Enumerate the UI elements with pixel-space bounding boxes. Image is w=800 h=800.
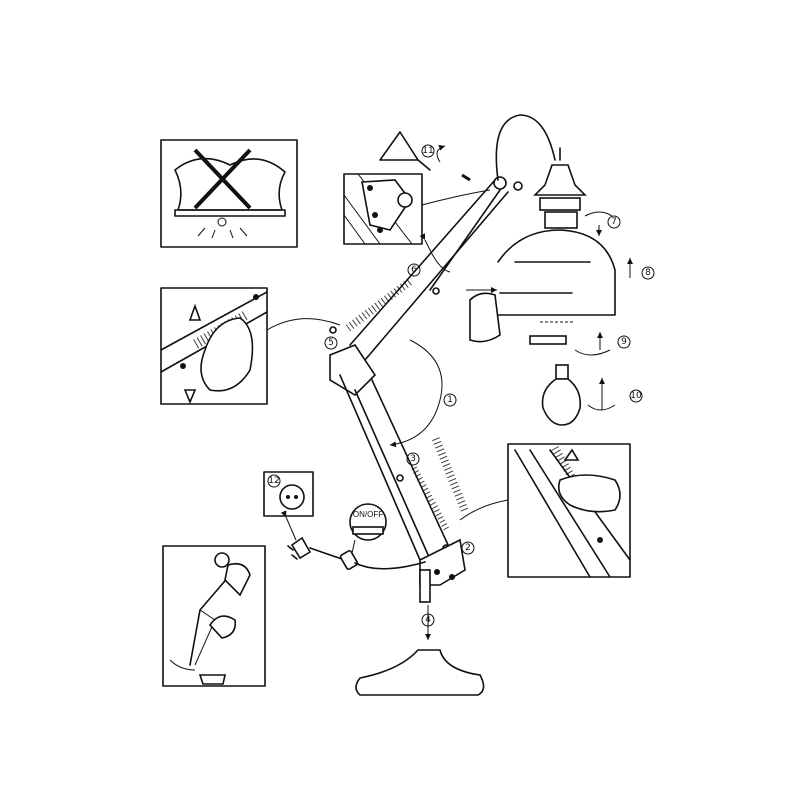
step-labels: 1 2 3 4 5 6 7 8 9 10 11 12 <box>267 144 655 627</box>
svg-text:4: 4 <box>425 615 431 625</box>
light-bulb-icon <box>541 364 616 426</box>
step-label-4: 4 <box>421 613 435 627</box>
svg-text:11: 11 <box>422 146 433 156</box>
rotate-arrow <box>389 339 443 448</box>
svg-text:5: 5 <box>328 338 334 348</box>
svg-text:12: 12 <box>268 476 279 486</box>
detached-shade <box>355 605 485 696</box>
step-label-6: 6 <box>407 263 421 277</box>
step-label-3: 3 <box>406 452 420 466</box>
lamp-head <box>466 147 633 356</box>
svg-text:6: 6 <box>411 265 417 275</box>
svg-text:10: 10 <box>630 391 642 401</box>
svg-text:7: 7 <box>611 217 617 227</box>
step-label-2: 2 <box>461 541 475 555</box>
power-cord: ON/OFF <box>287 503 426 570</box>
step-label-1: 1 <box>443 393 457 407</box>
svg-text:2: 2 <box>465 543 471 553</box>
lamp-body <box>329 114 556 603</box>
on-off-label: ON/OFF <box>353 510 383 519</box>
step-label-7: 7 <box>607 215 621 229</box>
spring-adjust-panel <box>160 287 341 405</box>
hex-key-icon <box>379 131 471 182</box>
step-label-8: 8 <box>641 266 655 280</box>
wall-socket <box>263 471 314 541</box>
arm-arrow <box>419 233 451 273</box>
step-label-9: 9 <box>617 335 631 349</box>
svg-text:3: 3 <box>410 454 416 464</box>
step-label-11: 11 <box>421 144 435 158</box>
spring-detail-panel <box>459 443 631 578</box>
svg-text:8: 8 <box>645 268 651 278</box>
step-label-5: 5 <box>324 336 338 350</box>
assembled-lamp-panel <box>162 545 266 687</box>
step-label-12: 12 <box>267 474 281 488</box>
svg-text:1: 1 <box>447 395 453 405</box>
step-label-10: 10 <box>629 389 643 403</box>
warning-panel <box>160 139 298 248</box>
svg-text:9: 9 <box>621 337 627 347</box>
joint-detail-panel <box>343 173 491 245</box>
